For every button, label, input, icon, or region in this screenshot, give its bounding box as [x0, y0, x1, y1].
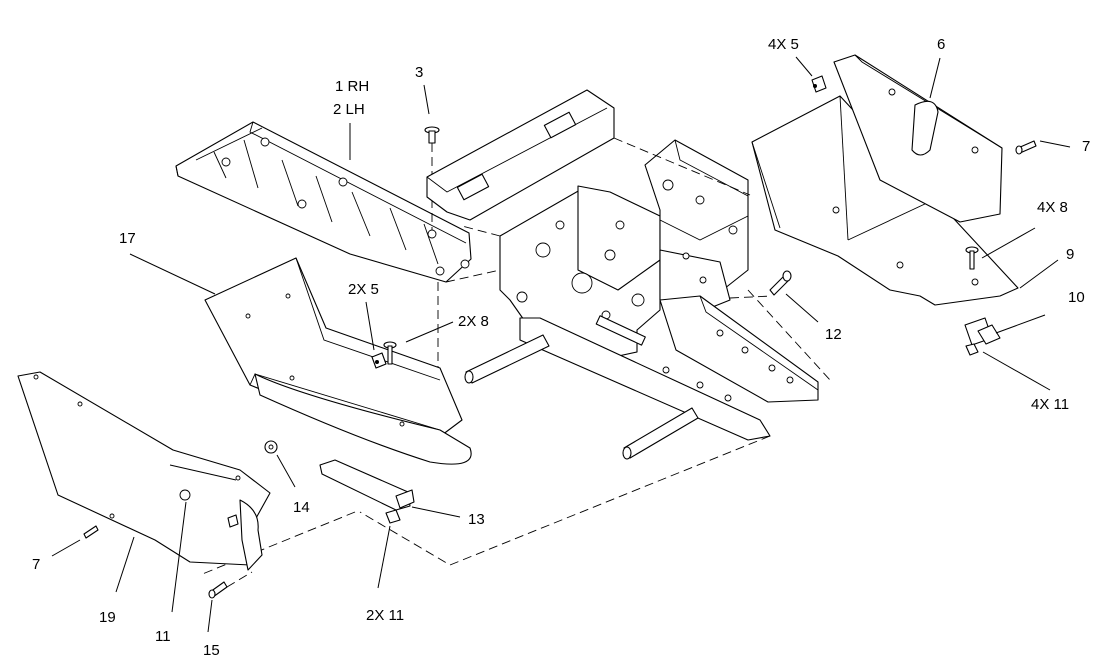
bolt-7-left	[83, 525, 99, 539]
callout-14: 14	[293, 499, 310, 516]
callout-1-rh: 1 RH	[335, 78, 369, 95]
bolt-8-left	[383, 341, 397, 365]
assembly-line	[613, 137, 751, 196]
nut-11-center	[385, 509, 401, 524]
callout-12: 12	[825, 326, 842, 343]
nut-11-right	[965, 343, 979, 356]
screw-3	[424, 126, 440, 144]
callout-15: 15	[203, 642, 220, 659]
bracket-10	[964, 317, 1001, 346]
bracket-13	[319, 459, 415, 511]
callout-17: 17	[119, 230, 136, 247]
callout-2-lh: 2 LH	[333, 101, 365, 118]
callout-2x11: 2X 11	[366, 607, 404, 624]
assembly-line	[226, 571, 253, 588]
assembly-line	[359, 435, 771, 566]
callout-labels: 1 RH 2 LH 3 4X 5 6 7 4X 8 9 10 4X 11 12 …	[32, 36, 1090, 659]
assembly-line	[461, 225, 501, 237]
callout-4x5-top: 4X 5	[768, 36, 799, 53]
callout-7-right: 7	[1082, 138, 1090, 155]
callout-2x8: 2X 8	[458, 313, 489, 330]
callout-9: 9	[1066, 246, 1074, 263]
washer-14	[264, 440, 278, 454]
callout-2x5: 2X 5	[348, 281, 379, 298]
bolt-7-right	[1015, 140, 1037, 155]
clip-5-top	[811, 75, 827, 93]
bolt-15	[208, 581, 228, 599]
callout-6: 6	[937, 36, 945, 53]
footrest-part	[175, 121, 472, 283]
callout-4x8: 4X 8	[1037, 199, 1068, 216]
callout-7-left: 7	[32, 556, 40, 573]
right-shield-6	[833, 54, 1003, 223]
axle-bars	[464, 334, 699, 460]
main-frame	[426, 89, 819, 441]
callout-10: 10	[1068, 289, 1085, 306]
callout-4x11: 4X 11	[1031, 396, 1069, 413]
bolt-8-right	[965, 246, 979, 270]
callout-3: 3	[415, 64, 423, 81]
assembly-line	[747, 289, 831, 381]
bolt-12	[769, 270, 792, 296]
callout-11: 11	[155, 628, 171, 645]
clip-5-left	[371, 352, 387, 369]
left-panel-19	[17, 371, 271, 571]
callout-13: 13	[468, 511, 485, 528]
assembly-line	[445, 269, 501, 283]
left-shield-17	[204, 257, 472, 465]
callout-19: 19	[99, 609, 116, 626]
assembly-line	[729, 295, 773, 299]
leader-lines	[51, 56, 1071, 633]
